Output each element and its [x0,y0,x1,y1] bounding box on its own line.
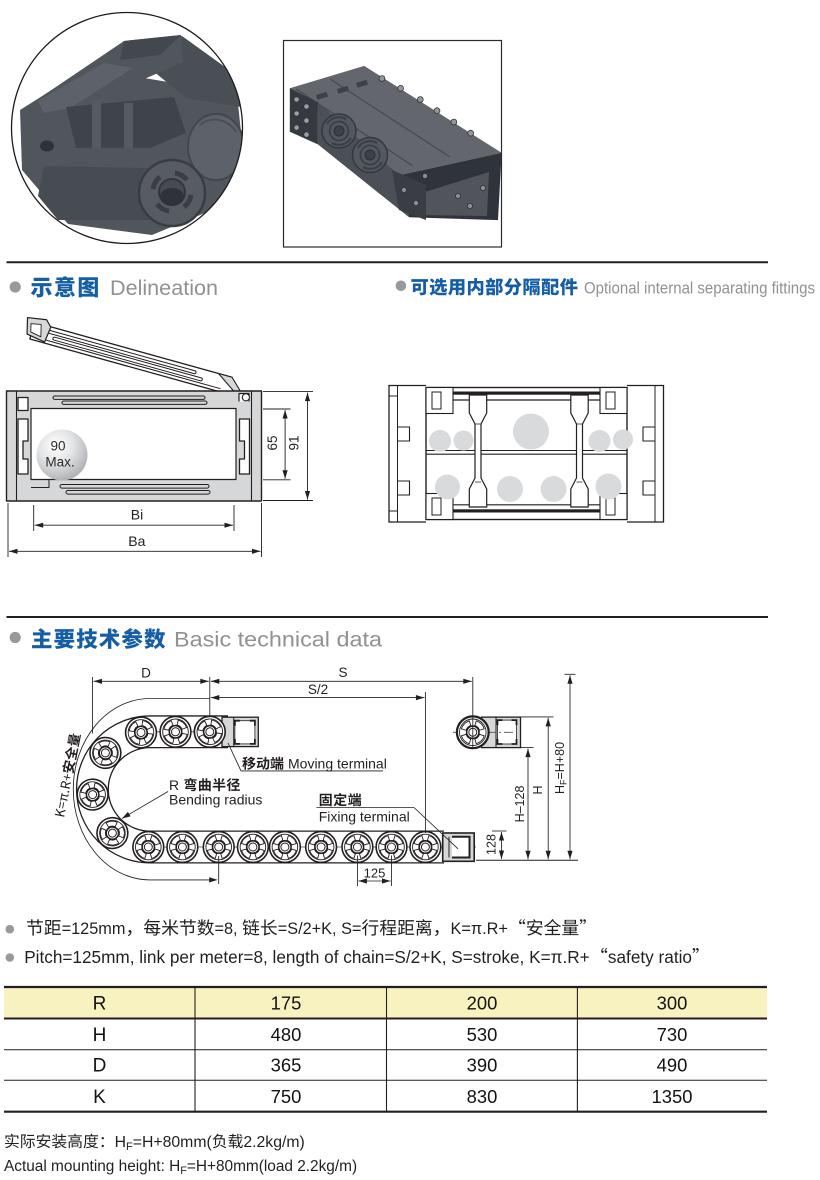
svg-text:Moving terminal: Moving terminal [288,756,387,772]
svg-text:2.2kg/m): 2.2kg/m) [243,1134,304,1151]
svg-text:128: 128 [485,834,499,855]
svg-text:300: 300 [657,993,688,1014]
svg-text:Basic technical data: Basic technical data [174,627,382,651]
svg-text:365: 365 [271,1055,302,1076]
svg-text:D: D [141,666,151,681]
svg-text:Delineation: Delineation [110,276,218,300]
svg-text:Bending radius: Bending radius [169,792,262,808]
svg-text:S: S [338,665,347,680]
svg-text:390: 390 [467,1055,498,1076]
svg-text:91: 91 [287,435,302,450]
svg-text:1350: 1350 [652,1086,693,1107]
svg-text:HF=H+80mm(: HF=H+80mm( [115,1134,213,1153]
svg-text:K: K [93,1087,106,1108]
svg-text:830: 830 [467,1086,498,1107]
svg-text:Pitch=125mm, link per meter=8,: Pitch=125mm, link per meter=8, length of… [24,947,590,967]
svg-text:Ba: Ba [128,533,145,549]
svg-text:490: 490 [657,1055,688,1076]
svg-text:S/2: S/2 [308,682,328,697]
svg-text:HF=H+80: HF=H+80 [553,742,569,794]
svg-text:R: R [169,777,179,793]
svg-text:90: 90 [50,439,65,454]
svg-text:125: 125 [364,866,386,881]
svg-text:K=π.R+: K=π.R+ [451,920,508,938]
svg-text:safety ratio: safety ratio [608,947,692,967]
svg-text:H: H [93,1025,107,1046]
svg-text:R: R [93,994,107,1015]
svg-text:175: 175 [271,993,302,1014]
svg-text:=8,: =8, [214,920,237,938]
svg-text:480: 480 [271,1024,302,1045]
svg-text:=S/2+K, S=: =S/2+K, S= [278,920,362,938]
svg-text:H–128: H–128 [513,786,527,823]
svg-text:Max.: Max. [45,455,74,470]
svg-text:Bi: Bi [131,507,143,523]
svg-text:730: 730 [657,1024,688,1045]
svg-text:Actual mounting height: HF=H+8: Actual mounting height: HF=H+80mm(load 2… [4,1158,357,1177]
svg-text:=125mm: =125mm [62,920,126,938]
svg-text:200: 200 [467,993,498,1014]
svg-text:H: H [531,785,545,794]
svg-text:65: 65 [265,435,280,450]
svg-text:D: D [93,1056,107,1077]
svg-text:Fixing terminal: Fixing terminal [319,809,410,825]
svg-text:Optional internal separating f: Optional internal separating fittings [584,278,815,297]
svg-text:750: 750 [271,1086,302,1107]
svg-text:530: 530 [467,1024,498,1045]
